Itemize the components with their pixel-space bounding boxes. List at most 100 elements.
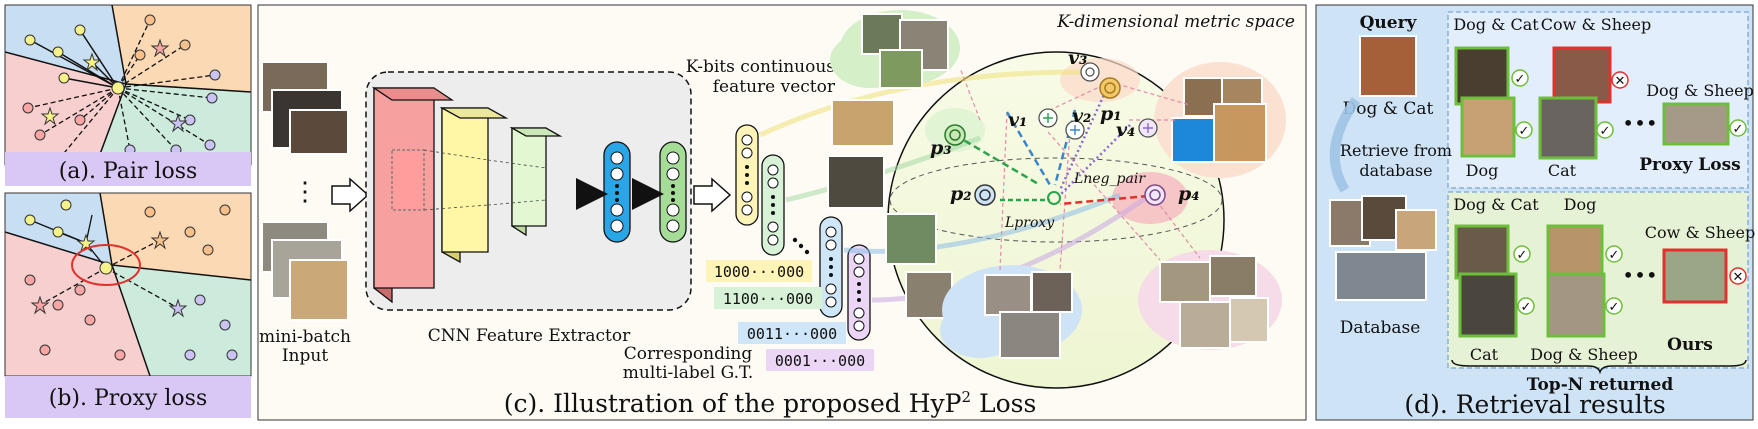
panel-c: ⋮ mini-batch Input CNN Feature Extractor	[257, 4, 1307, 421]
feature-arrow	[693, 177, 732, 213]
topn-brace	[1451, 359, 1747, 375]
cnn-label: CNN Feature Extractor	[428, 326, 631, 346]
bottom-dots: •••	[1622, 263, 1657, 287]
proxy-loss-label: Proxy Loss	[1639, 155, 1740, 175]
top-result-2	[1460, 96, 1516, 158]
gt-codes: 1000···000 1100···000 0011···000 0001···…	[706, 260, 874, 371]
feature-vector-4	[847, 244, 871, 341]
check-icon: ✓	[1609, 248, 1620, 263]
caption-b: (b). Proxy loss	[49, 386, 208, 411]
query-image	[1359, 35, 1417, 97]
bottom-result-3	[1546, 224, 1604, 280]
proxy-highlight-ellipse	[71, 244, 141, 286]
gt-code-1: 1000···000	[714, 263, 804, 281]
caption-a: (a). Pair loss	[59, 159, 198, 184]
point-v4	[1138, 118, 1158, 138]
gt-code-4: 0001···000	[775, 352, 865, 370]
sphere-equator	[889, 157, 1223, 243]
image-dog-snow	[831, 99, 895, 147]
label-p3: p₃	[930, 137, 952, 159]
image-cloud-dogs	[1154, 62, 1286, 178]
caption-d: (d). Retrieval results	[1404, 390, 1665, 419]
kbits-label-line2: feature vector	[713, 77, 836, 97]
bottom-label-4: Cat	[1470, 345, 1499, 364]
gt-label-line1: Corresponding	[624, 344, 753, 364]
feature-vector-2	[761, 154, 785, 256]
cnn-layers	[371, 86, 563, 304]
loss-proxy-label: Lproxy	[1004, 215, 1055, 231]
point-v2	[1065, 120, 1085, 140]
feature-vector-1	[735, 124, 759, 226]
ours-label: Ours	[1667, 335, 1713, 355]
loss-neg-pair-label: Lneg_pair	[1073, 171, 1146, 187]
label-p1: p₁	[1100, 103, 1122, 125]
database-images	[1329, 195, 1437, 301]
minibatch-label-line1: mini-batch	[259, 327, 351, 347]
label-p2: p₂	[950, 183, 972, 205]
top-result-5	[1662, 102, 1730, 146]
bottom-label-2: Dog	[1564, 195, 1597, 214]
caption-bar-a	[5, 152, 251, 186]
top-result-3	[1552, 46, 1612, 104]
cross-icon: ✕	[1733, 270, 1744, 285]
fc-layer-2	[659, 141, 687, 243]
top-result-1	[1454, 46, 1510, 106]
panel-b: (b). Proxy loss	[4, 192, 252, 418]
panel-a: (a). Pair loss	[4, 4, 252, 186]
caption-c: (c). Illustration of the proposed HyP2 L…	[504, 388, 1037, 418]
bottom-result-2	[1458, 272, 1518, 338]
fc-layer-1	[603, 141, 631, 243]
database-label: Database	[1340, 318, 1421, 338]
minibatch-images: ⋮ mini-batch Input	[259, 61, 351, 366]
check-icon: ✓	[1515, 72, 1526, 87]
gt-code-3: 0011···000	[747, 325, 837, 343]
bottom-label-5: Dog & Sheep	[1530, 345, 1638, 364]
label-p4: p₄	[1178, 183, 1200, 205]
label-v3: v₃	[1068, 47, 1087, 69]
image-cloud-sheep	[1138, 250, 1282, 350]
bottom-result-5	[1662, 248, 1728, 304]
bottom-result-1	[1454, 224, 1510, 280]
gt-label-line2: multi-label G.T.	[623, 363, 754, 383]
input-arrow	[331, 177, 370, 213]
check-icon: ✓	[1600, 124, 1611, 139]
point-p4	[1144, 184, 1166, 206]
panel-d: Query Dog & Cat Retrieve from database D…	[1315, 4, 1755, 421]
bottom-label-1: Dog & Cat	[1453, 195, 1539, 214]
caption-bar-b	[5, 376, 251, 418]
check-icon: ✓	[1517, 248, 1528, 263]
point-p1	[1099, 77, 1121, 99]
image-cloud-cats	[940, 265, 1082, 359]
label-v1: v₁	[1008, 109, 1027, 131]
check-icon: ✓	[1521, 300, 1532, 315]
check-icon: ✓	[1519, 124, 1530, 139]
label-v4: v₄	[1116, 119, 1135, 141]
point-v3	[1080, 62, 1100, 82]
retrieve-label-line2: database	[1359, 161, 1432, 180]
check-icon: ✓	[1733, 122, 1744, 137]
top-dots: •••	[1622, 111, 1657, 135]
point-p2	[974, 184, 996, 206]
check-icon: ✓	[1609, 300, 1620, 315]
image-cat-dog	[827, 155, 885, 209]
point-p3	[944, 124, 966, 146]
label-v2: v₂	[1072, 105, 1091, 127]
sphere-center-point	[1047, 191, 1061, 205]
top-label-2: Cow & Sheep	[1541, 15, 1651, 34]
metric-space-label: K-dimensional metric space	[1056, 12, 1295, 32]
point-v1	[1038, 108, 1058, 128]
bottom-label-3: Cow & Sheep	[1645, 223, 1755, 242]
top-label-3: Dog & Sheep	[1646, 81, 1754, 100]
gt-code-2: 1100···000	[723, 290, 813, 308]
cross-icon: ✕	[1615, 74, 1626, 89]
top-label-5: Cat	[1548, 161, 1577, 180]
top-label-4: Dog	[1466, 161, 1499, 180]
query-class: Dog & Cat	[1343, 99, 1434, 119]
retrieve-label-line1: Retrieve from	[1340, 141, 1452, 160]
minibatch-label-line2: Input	[282, 346, 328, 366]
kbits-label-line1: K-bits continuous	[686, 57, 835, 77]
topn-label: Top-N returned	[1527, 375, 1674, 395]
top-result-4	[1538, 96, 1598, 160]
bottom-result-4	[1546, 272, 1606, 338]
